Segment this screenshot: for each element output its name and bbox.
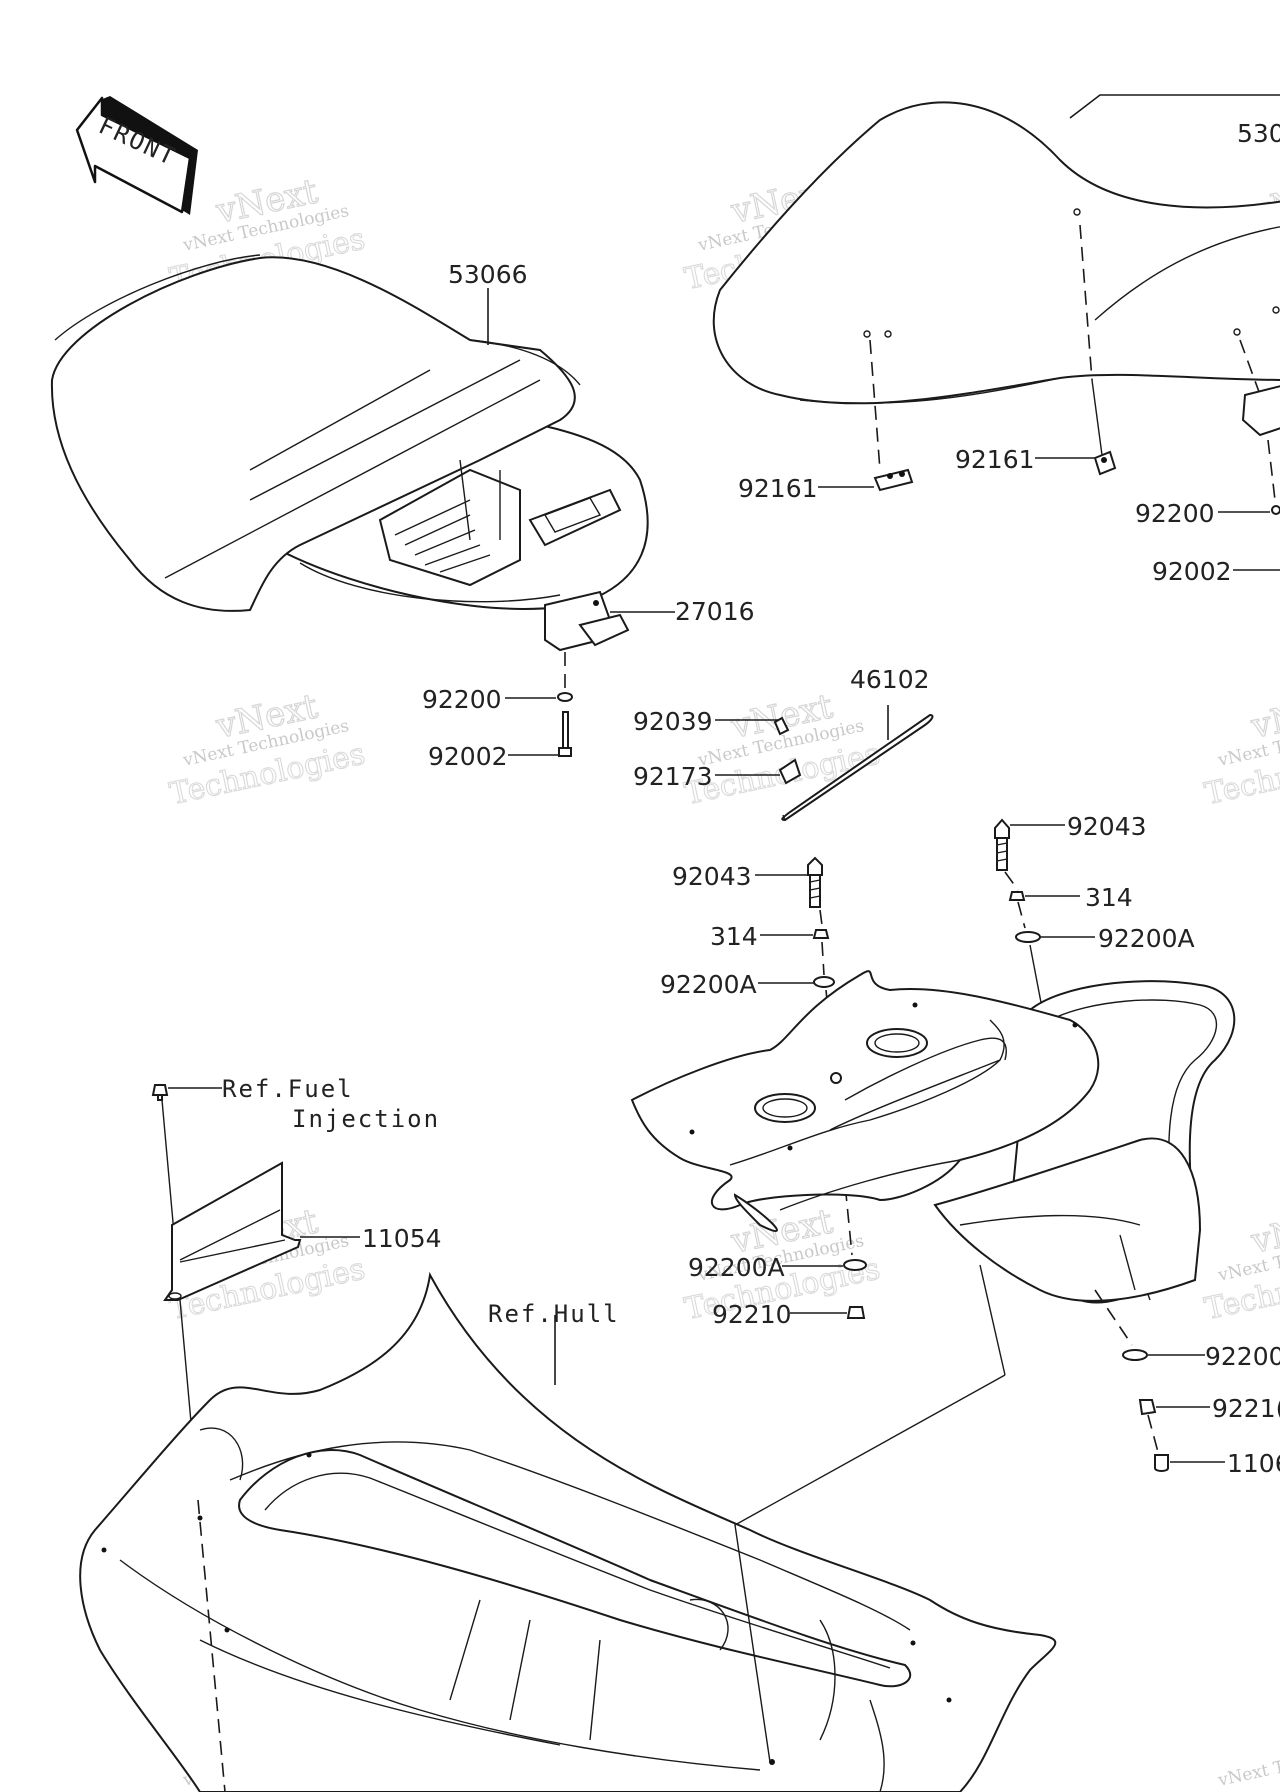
- washer-part: [813, 976, 835, 988]
- front-seat: [50, 254, 649, 612]
- label-530: 530: [1237, 119, 1280, 148]
- label-314-right: 314: [1085, 883, 1133, 912]
- label-ref-fuel: Ref.Fuel: [222, 1075, 354, 1103]
- cap-part: [1154, 1454, 1169, 1472]
- bracket-part: [1241, 385, 1280, 515]
- label-ref-fuel-2: Injection: [292, 1105, 440, 1133]
- washer-part: [1122, 1349, 1148, 1361]
- washer-part: [557, 692, 573, 702]
- leader-line: [1069, 94, 1280, 119]
- dash-line: [1079, 224, 1093, 381]
- label-92200-rear: 92200: [1135, 499, 1215, 528]
- label-314-left: 314: [710, 922, 758, 951]
- label-11054: 11054: [362, 1224, 442, 1253]
- washer-part: [1015, 931, 1041, 943]
- seat-base-panel: [630, 970, 1100, 1232]
- hull: [79, 1271, 1057, 1792]
- dash-line: [1017, 901, 1026, 929]
- stud-part: [994, 818, 1010, 871]
- label-92173: 92173: [633, 762, 713, 791]
- bracket-part: [163, 1161, 302, 1301]
- label-92043-right: 92043: [1067, 812, 1147, 841]
- dash-line: [1094, 1289, 1133, 1346]
- label-92200A-left: 92200A: [660, 970, 757, 999]
- dash-line: [979, 1264, 1006, 1376]
- hole-marks: [863, 208, 1280, 338]
- label-92200A-bottom: 92200A: [688, 1253, 785, 1282]
- washer-part: [843, 1259, 867, 1271]
- dash-line: [819, 909, 823, 926]
- nut-part: [1138, 1399, 1157, 1416]
- label-92002: 92002: [428, 742, 508, 771]
- label-92200-br: 92200: [1205, 1342, 1280, 1371]
- nut-part: [812, 929, 830, 939]
- dash-line: [734, 1374, 1006, 1763]
- dash-line: [197, 1499, 226, 1792]
- dash-line: [821, 941, 825, 976]
- label-92210-bottom: 92210: [712, 1300, 792, 1329]
- watermark-text: vNext Technologies: [1215, 1736, 1280, 1791]
- nut-part: [846, 1306, 866, 1319]
- label-92210-br: 9221(: [1212, 1394, 1280, 1423]
- dash-line: [1147, 1414, 1159, 1453]
- stud-part: [807, 856, 823, 908]
- label-92161-left: 92161: [738, 474, 818, 503]
- dash-line: [1091, 379, 1103, 456]
- label-1106: 1106: [1227, 1449, 1280, 1478]
- dash-line: [1239, 339, 1263, 401]
- storage-bin: [933, 1137, 1202, 1302]
- bolt-part: [558, 711, 572, 757]
- label-46102: 46102: [850, 665, 930, 694]
- nut-part: [873, 468, 914, 492]
- bolt-part: [151, 1084, 169, 1101]
- label-ref-hull: Ref.Hull: [488, 1300, 620, 1328]
- label-92200: 92200: [422, 685, 502, 714]
- hook-part: [544, 590, 630, 652]
- rod-part: [773, 713, 934, 822]
- label-92002-rear: 92002: [1152, 557, 1232, 586]
- nut-part: [1093, 450, 1117, 476]
- label-92043-left: 92043: [672, 862, 752, 891]
- label-27016: 27016: [675, 597, 755, 626]
- rear-seat: [712, 101, 1280, 405]
- label-92161-right: 92161: [955, 445, 1035, 474]
- label-53066: 53066: [448, 260, 528, 289]
- front-arrow-icon: FRONT: [75, 96, 198, 215]
- label-92039: 92039: [633, 707, 713, 736]
- label-92200A-right: 92200A: [1098, 924, 1195, 953]
- nut-part: [1008, 891, 1026, 901]
- dash-line: [1004, 871, 1019, 891]
